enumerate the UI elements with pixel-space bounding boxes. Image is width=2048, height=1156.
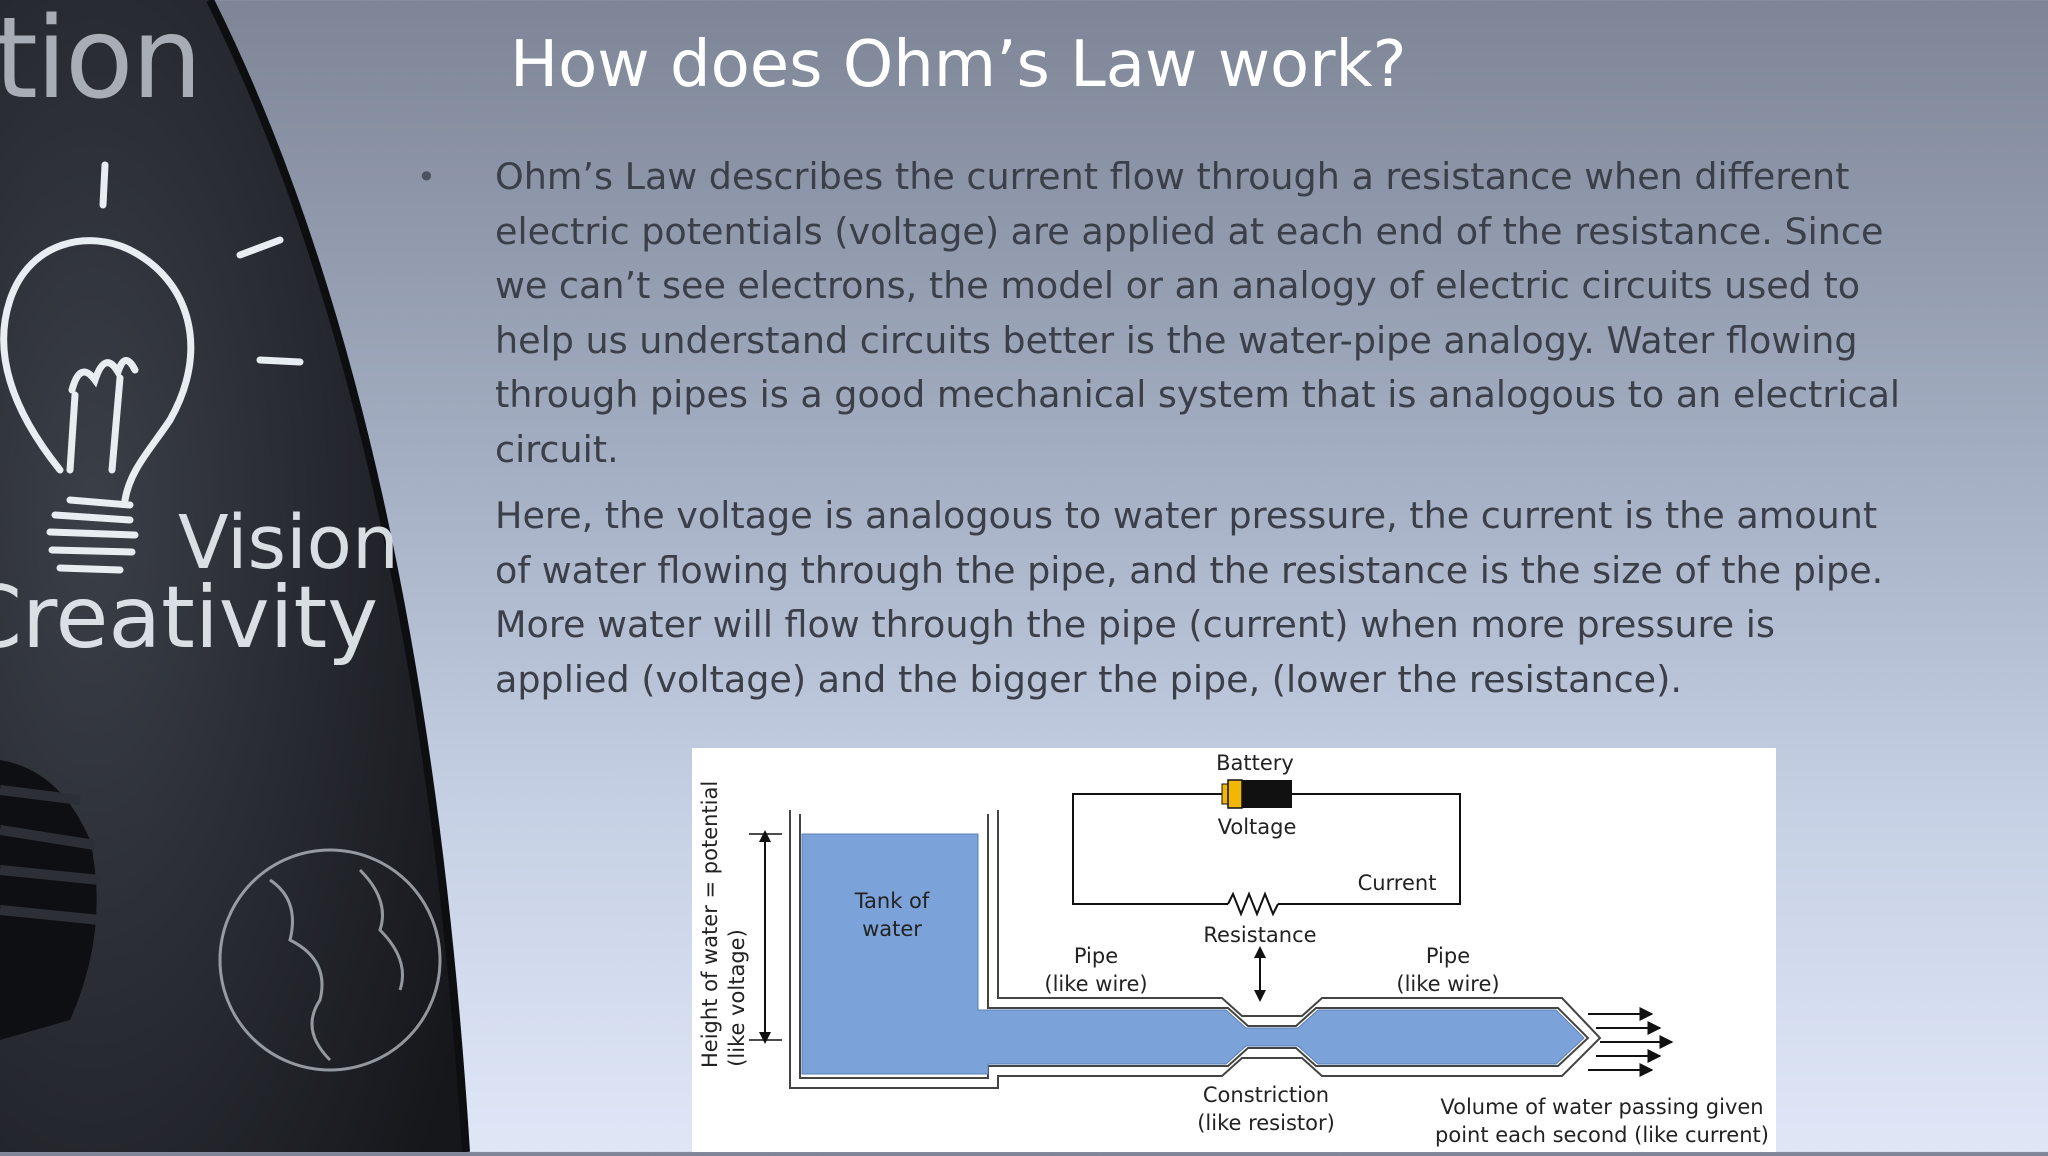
resistor-symbol <box>1227 891 1279 917</box>
current-label: Current <box>1358 871 1437 895</box>
bulb-base-graphic <box>0 760 101 1040</box>
tank-label-line-2: water <box>862 917 922 941</box>
slide-title: How does Ohm’s Law work? <box>510 28 1407 102</box>
decorative-word-vision: Vision <box>178 500 399 586</box>
body-paragraph-2: Here, the voltage is analogous to water … <box>495 494 1884 701</box>
pipe-left-label-line-1: Pipe <box>1074 944 1118 968</box>
battery-label: Battery <box>1216 751 1294 775</box>
water-fill <box>801 833 1585 1075</box>
constriction-label-line-1: Constriction <box>1203 1083 1329 1107</box>
volume-label-line-2: point each second (like current) <box>1435 1123 1769 1147</box>
flow-arrows <box>1588 1007 1674 1077</box>
slide-body: • Ohm’s Law describes the current flow t… <box>417 150 1915 707</box>
constriction-label-line-2: (like resistor) <box>1197 1111 1335 1135</box>
paragraph-1-text: Ohm’s Law describes the current flow thr… <box>495 155 1901 471</box>
body-paragraph-1: • Ohm’s Law describes the current flow t… <box>417 150 1915 477</box>
decorative-word-tion: tion <box>0 0 203 124</box>
height-label-line-2: (like voltage) <box>725 929 749 1067</box>
voltage-label: Voltage <box>1218 815 1297 839</box>
resistance-label: Resistance <box>1203 923 1316 947</box>
water-pipe-analogy-diagram: Height of water = potential (like voltag… <box>692 748 1776 1152</box>
tank-label-line-1: Tank of <box>854 889 930 913</box>
volume-label-line-1: Volume of water passing given <box>1440 1095 1763 1119</box>
dark-panel-graphic <box>0 0 470 1153</box>
battery-icon <box>1221 779 1292 809</box>
globe-icon <box>218 848 442 1072</box>
bullet-marker: • <box>417 158 436 196</box>
pipe-right-label-line-1: Pipe <box>1426 944 1470 968</box>
decorative-word-creativity: Creativity <box>0 568 379 668</box>
lightbulb-icon <box>0 161 304 574</box>
pipe-left-label-line-2: (like wire) <box>1044 972 1147 996</box>
decorative-background-image: tion Vision Creativity <box>0 0 480 1153</box>
pipe-right-label-line-2: (like wire) <box>1396 972 1499 996</box>
height-label-line-1: Height of water = potential <box>698 781 722 1068</box>
